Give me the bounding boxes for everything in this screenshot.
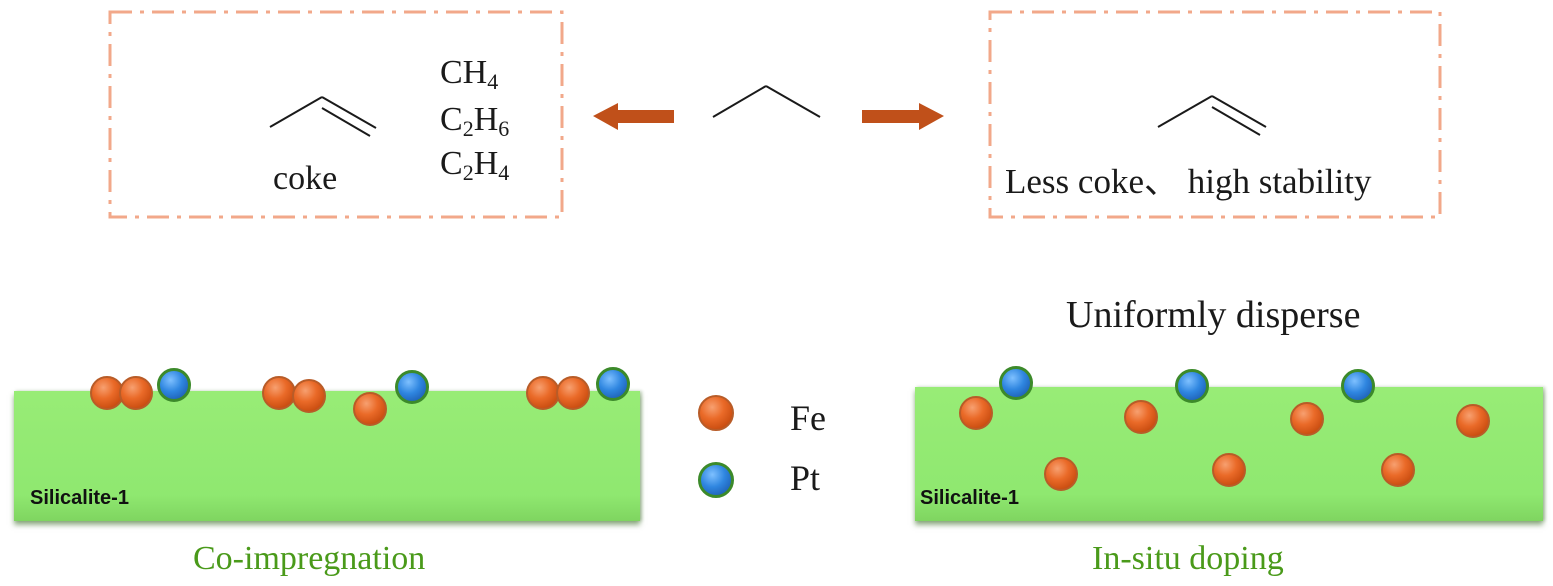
fe-particle <box>1212 453 1246 487</box>
legend-pt-label: Pt <box>790 458 821 498</box>
fe-particle <box>959 396 993 430</box>
fe-particle <box>1381 453 1415 487</box>
pt-particle <box>1175 369 1209 403</box>
fe-particle <box>353 392 387 426</box>
left-method-label: Co-impregnation <box>193 540 426 577</box>
pt-particle <box>1341 369 1375 403</box>
right-arrow <box>862 103 944 130</box>
fe-particle <box>1290 402 1324 436</box>
top-diagram <box>108 10 1442 219</box>
legend-fe-label: Fe <box>790 398 826 438</box>
less-coke-label: Less coke、 high stability <box>1005 162 1372 201</box>
pt-particle <box>395 370 429 404</box>
fe-particle <box>262 376 296 410</box>
product-c2h4: C2H4 <box>440 145 510 185</box>
pt-particle <box>999 366 1033 400</box>
legend-pt-swatch <box>698 462 734 498</box>
right-product-box <box>988 10 1442 219</box>
product-ch4: CH4 <box>440 54 499 94</box>
pt-particle <box>596 367 630 401</box>
propene-structure-right <box>1157 95 1267 136</box>
pt-particle <box>157 368 191 402</box>
fe-particle <box>1456 404 1490 438</box>
uniformly-disperse-label: Uniformly disperse <box>1066 294 1361 336</box>
left-support-slab <box>14 391 640 521</box>
left-arrow <box>593 103 674 130</box>
fe-particle <box>292 379 326 413</box>
fe-particle <box>556 376 590 410</box>
fe-particle <box>1044 457 1078 491</box>
coke-label: coke <box>273 160 338 197</box>
legend-fe-swatch <box>698 395 734 431</box>
propene-structure-left <box>269 96 377 137</box>
right-method-label: In-situ doping <box>1092 540 1284 577</box>
left-support-label: Silicalite-1 <box>30 487 129 509</box>
fe-particle <box>1124 400 1158 434</box>
fe-particle <box>526 376 560 410</box>
propane-structure <box>712 85 821 118</box>
right-support-label: Silicalite-1 <box>920 487 1019 509</box>
fe-particle <box>119 376 153 410</box>
product-c2h6: C2H6 <box>440 101 510 141</box>
left-product-box <box>108 10 564 219</box>
